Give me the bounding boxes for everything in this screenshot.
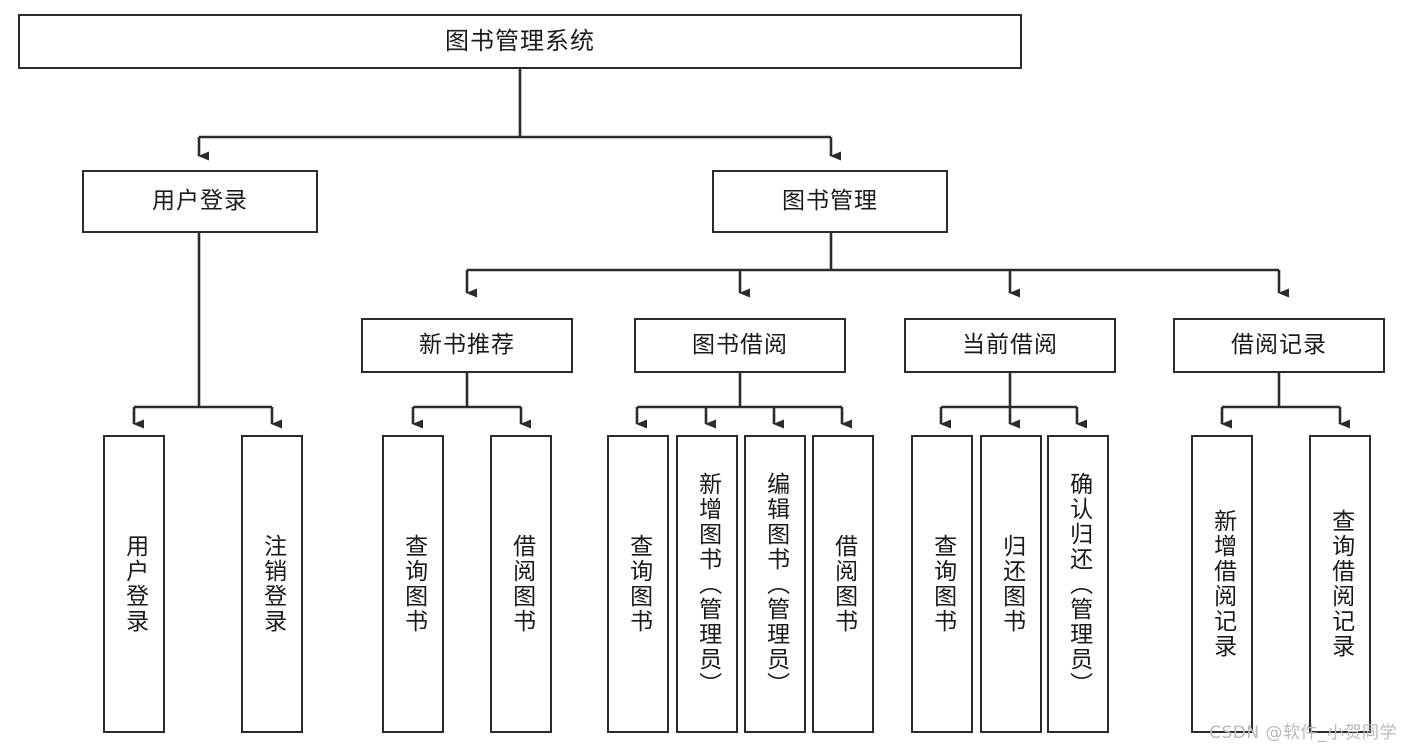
node-label: 借阅图书 (508, 534, 535, 634)
leaf-query-book-recommend[interactable]: 查询图书 (382, 435, 444, 733)
node-label: 图书借阅 (692, 331, 788, 358)
leaf-edit-book-admin[interactable]: 编辑图书（管理员） (744, 435, 806, 733)
node-current-borrow[interactable]: 当前借阅 (904, 318, 1116, 373)
node-label: 新增图书（管理员） (694, 471, 721, 697)
node-label: 用户登录 (121, 534, 148, 634)
node-label: 当前借阅 (962, 331, 1058, 358)
leaf-borrow-book-recommend[interactable]: 借阅图书 (490, 435, 552, 733)
node-label: 查询图书 (929, 534, 956, 634)
node-book-borrow[interactable]: 图书借阅 (634, 318, 846, 373)
node-book-management[interactable]: 图书管理 (712, 170, 948, 233)
leaf-query-book-borrow[interactable]: 查询图书 (607, 435, 669, 733)
node-label: 新书推荐 (419, 331, 515, 358)
leaf-query-book-current[interactable]: 查询图书 (911, 435, 973, 733)
node-label: 借阅图书 (830, 534, 857, 634)
node-label: 归还图书 (998, 534, 1025, 634)
node-label: 注销登录 (259, 534, 286, 634)
node-label: 借阅记录 (1231, 331, 1327, 358)
leaf-add-borrow-record[interactable]: 新增借阅记录 (1191, 435, 1253, 733)
leaf-return-book[interactable]: 归还图书 (980, 435, 1042, 733)
node-label: 图书管理系统 (445, 27, 595, 56)
leaf-user-login[interactable]: 用户登录 (103, 435, 165, 733)
leaf-query-borrow-record[interactable]: 查询借阅记录 (1309, 435, 1371, 733)
node-label: 用户登录 (152, 187, 248, 214)
node-label: 确认归还（管理员） (1065, 471, 1092, 697)
node-label: 查询图书 (400, 534, 427, 634)
node-label: 新增借阅记录 (1209, 509, 1236, 659)
leaf-borrow-book[interactable]: 借阅图书 (812, 435, 874, 733)
watermark-text: CSDN @软件_小贺同学 (1209, 723, 1397, 743)
leaf-add-book-admin[interactable]: 新增图书（管理员） (676, 435, 738, 733)
node-label: 编辑图书（管理员） (762, 471, 789, 697)
node-borrow-record[interactable]: 借阅记录 (1173, 318, 1385, 373)
leaf-user-logout[interactable]: 注销登录 (241, 435, 303, 733)
node-label: 查询借阅记录 (1327, 509, 1354, 659)
node-user-login[interactable]: 用户登录 (82, 170, 318, 233)
node-label: 图书管理 (782, 187, 878, 214)
node-label: 查询图书 (625, 534, 652, 634)
node-root-book-management-system[interactable]: 图书管理系统 (18, 14, 1022, 69)
leaf-confirm-return-admin[interactable]: 确认归还（管理员） (1047, 435, 1109, 733)
node-new-book-recommend[interactable]: 新书推荐 (361, 318, 573, 373)
